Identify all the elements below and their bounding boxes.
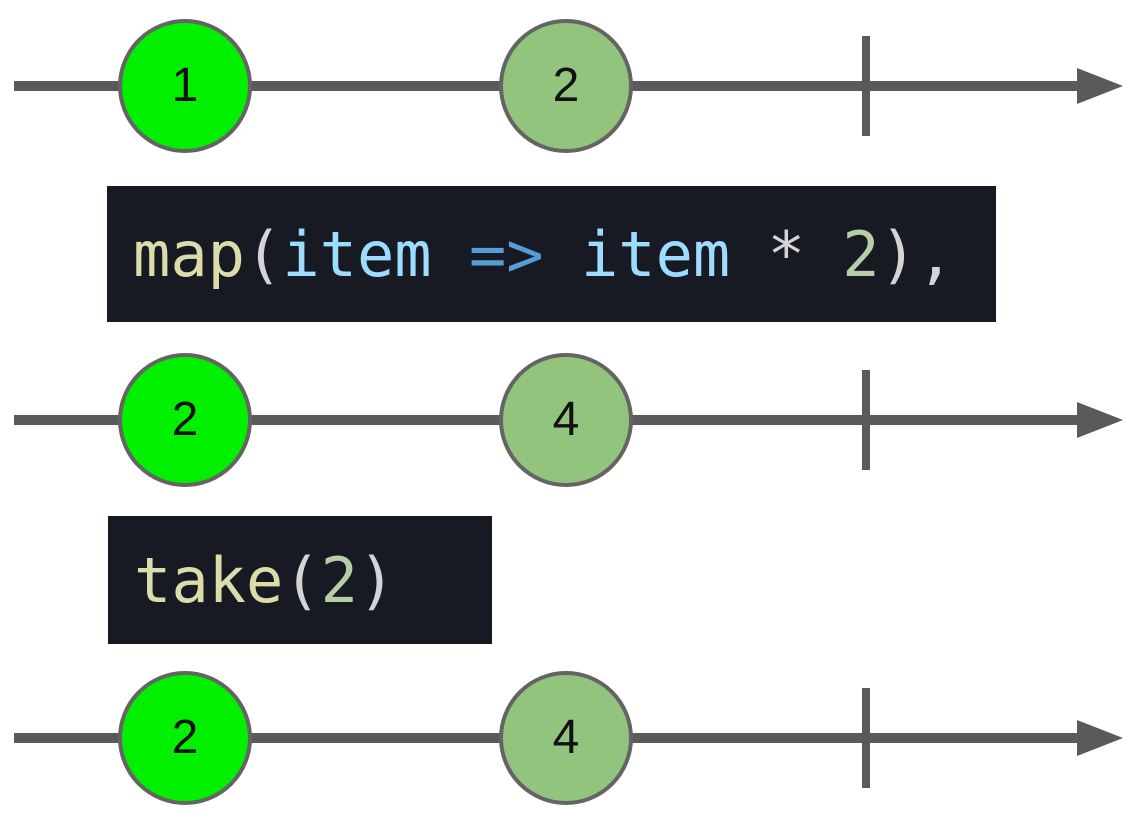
code-token: item — [580, 217, 731, 291]
marble: 1 — [118, 19, 252, 153]
code-token — [805, 218, 842, 291]
marble-label: 4 — [552, 711, 580, 764]
code-token: * — [767, 217, 805, 291]
marble-label: 2 — [552, 59, 580, 112]
code-token: => — [468, 217, 544, 291]
code-token: take — [134, 543, 284, 617]
code-token: ( — [283, 543, 321, 617]
code-token: 2 — [842, 217, 880, 291]
completion-tick — [862, 688, 870, 788]
arrowhead-icon — [1077, 68, 1123, 104]
marble-label: 1 — [171, 59, 199, 112]
marble-label: 2 — [171, 711, 199, 764]
code-token: ( — [244, 217, 283, 291]
marble: 4 — [499, 353, 633, 487]
marble-label: 2 — [171, 393, 199, 446]
code-token: item — [282, 217, 432, 291]
marble-label: 4 — [552, 393, 580, 446]
completion-tick — [862, 370, 870, 470]
marble: 4 — [499, 671, 633, 805]
completion-tick — [862, 36, 870, 136]
code-token: map — [133, 217, 245, 291]
code-token — [730, 218, 767, 291]
code-block-map-operator: map(item => item * 2), — [107, 186, 996, 322]
code-token: 2 — [320, 543, 358, 617]
code-token — [432, 218, 469, 291]
arrowhead-icon — [1077, 720, 1123, 756]
code-block-take-operator: take(2) — [108, 516, 492, 644]
marble: 2 — [499, 19, 633, 153]
marble: 2 — [118, 353, 252, 487]
code-token: ) — [357, 543, 396, 617]
marble: 2 — [118, 671, 252, 805]
code-token — [544, 218, 581, 291]
arrowhead-icon — [1077, 402, 1123, 438]
code-token: ), — [879, 217, 955, 291]
